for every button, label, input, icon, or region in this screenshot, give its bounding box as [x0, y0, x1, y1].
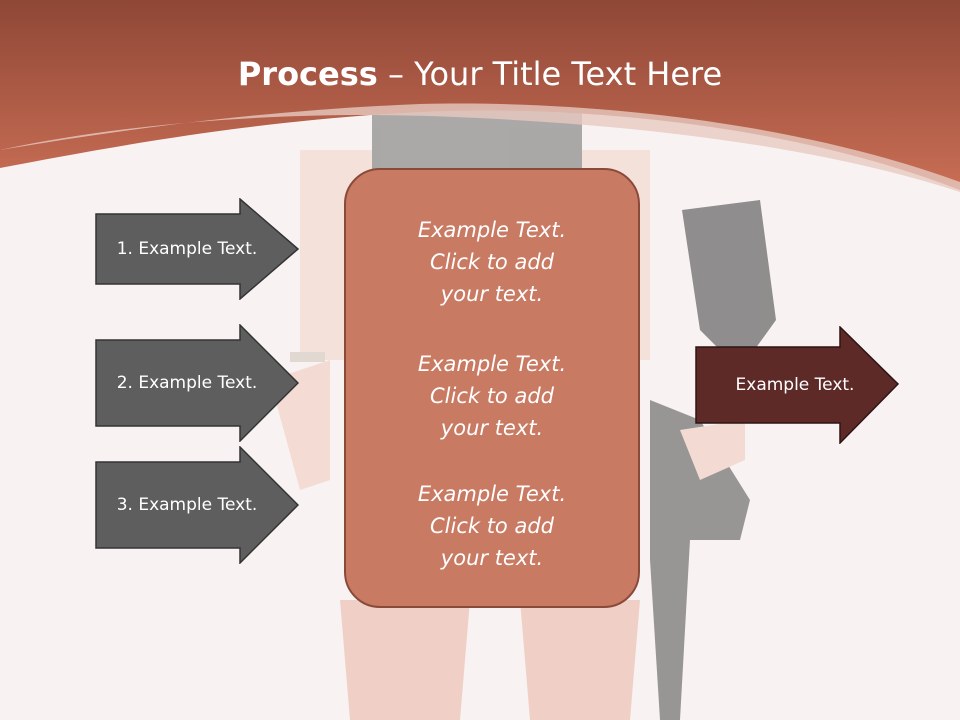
- title-rest: – Your Title Text Here: [377, 55, 723, 93]
- arrow-shape: [95, 446, 299, 564]
- arrow-label: 1. Example Text.: [116, 239, 258, 259]
- slide-title[interactable]: Process – Your Title Text Here: [0, 54, 960, 94]
- arrow-shape: [95, 198, 299, 300]
- arrow-shape: [695, 326, 899, 444]
- arrow-label: 2. Example Text.: [116, 373, 258, 393]
- arrow-label: 3. Example Text.: [116, 495, 258, 515]
- left-arrow-1[interactable]: 1. Example Text.: [95, 198, 299, 300]
- arrow-shape: [95, 324, 299, 442]
- arrow-label: Example Text.: [735, 375, 855, 395]
- center-text-block-2: Example Text. Click to add your text.: [417, 352, 567, 440]
- center-text-block-1: Example Text. Click to add your text.: [417, 218, 567, 306]
- background-photo: [270, 110, 776, 720]
- center-text-box[interactable]: Example Text. Click to add your text. Ex…: [344, 168, 640, 608]
- center-text-block-3: Example Text. Click to add your text.: [417, 482, 567, 570]
- left-arrow-2[interactable]: 2. Example Text.: [95, 324, 299, 442]
- title-bold: Process: [237, 55, 378, 93]
- right-arrow[interactable]: Example Text.: [695, 326, 899, 444]
- left-arrow-3[interactable]: 3. Example Text.: [95, 446, 299, 564]
